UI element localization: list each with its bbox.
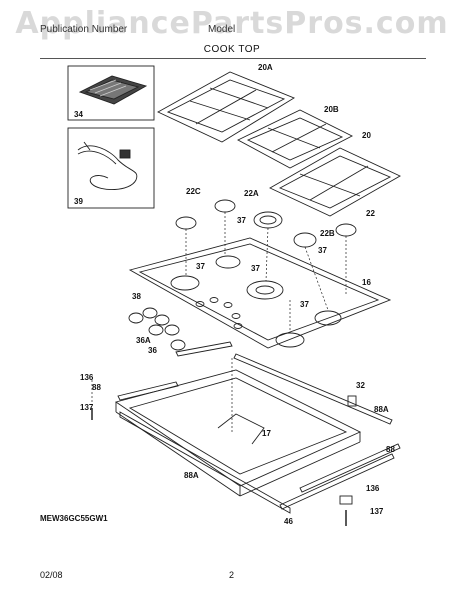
label-22: 22 bbox=[366, 209, 375, 218]
label-34: 34 bbox=[74, 110, 83, 119]
cord-drawing bbox=[77, 141, 138, 190]
label-39: 39 bbox=[74, 197, 83, 206]
label-88-a: 88 bbox=[92, 383, 101, 392]
grate-center bbox=[237, 109, 353, 169]
griddle-drawing bbox=[78, 75, 148, 105]
model-number: MEW36GC55GW1 bbox=[40, 514, 108, 523]
label-37-c: 37 bbox=[251, 264, 260, 273]
burner-cap-small bbox=[214, 199, 236, 213]
grate-right bbox=[269, 147, 401, 217]
label-136-a: 136 bbox=[80, 373, 94, 382]
label-22a: 22A bbox=[244, 189, 259, 198]
watermark-logo: AppliancePartsPros.com bbox=[15, 6, 449, 41]
label-46: 46 bbox=[284, 517, 293, 526]
label-16: 16 bbox=[362, 278, 371, 287]
cooktop-surface bbox=[128, 237, 392, 349]
label-20a: 20A bbox=[258, 63, 273, 72]
burner-cap-22 bbox=[335, 223, 357, 237]
page-title: COOK TOP bbox=[203, 44, 261, 55]
inset-box-cord bbox=[67, 127, 155, 209]
label-137-a: 137 bbox=[80, 403, 94, 412]
label-20: 20 bbox=[362, 131, 371, 140]
label-88a-a: 88A bbox=[374, 405, 389, 414]
label-137-b: 137 bbox=[370, 507, 384, 516]
label-38: 38 bbox=[132, 292, 141, 301]
label-37-e: 37 bbox=[318, 246, 327, 255]
label-36a: 36A bbox=[136, 336, 151, 345]
label-22b: 22B bbox=[320, 229, 335, 238]
grate-left bbox=[157, 71, 295, 143]
label-37-d: 37 bbox=[300, 300, 309, 309]
page-number: 2 bbox=[229, 570, 235, 580]
burner-cap-22c bbox=[175, 216, 197, 230]
label-36: 36 bbox=[148, 346, 157, 355]
label-22c: 22C bbox=[186, 187, 201, 196]
header-model: Model bbox=[208, 24, 236, 35]
burner-cap-22b bbox=[293, 232, 317, 248]
label-88a-b: 88A bbox=[184, 471, 199, 480]
burner-cap-22a-inner bbox=[259, 215, 277, 225]
trim-strips bbox=[117, 341, 395, 510]
leader-lines bbox=[91, 212, 347, 432]
control-knobs bbox=[128, 307, 186, 351]
side-rails bbox=[119, 411, 401, 514]
label-17: 17 bbox=[262, 429, 271, 438]
header-publication: Publication Number bbox=[40, 24, 128, 35]
burner-cap-22a bbox=[253, 211, 283, 229]
label-20b: 20B bbox=[324, 105, 339, 114]
label-37-b: 37 bbox=[196, 262, 205, 271]
screws bbox=[91, 408, 347, 526]
label-37-a: 37 bbox=[237, 216, 246, 225]
label-88-b: 88 bbox=[386, 445, 395, 454]
label-32: 32 bbox=[356, 381, 365, 390]
label-136-b: 136 bbox=[366, 484, 380, 493]
inset-box-griddle bbox=[67, 65, 155, 121]
title-rule bbox=[40, 58, 426, 59]
footer-date: 02/08 bbox=[40, 570, 63, 580]
